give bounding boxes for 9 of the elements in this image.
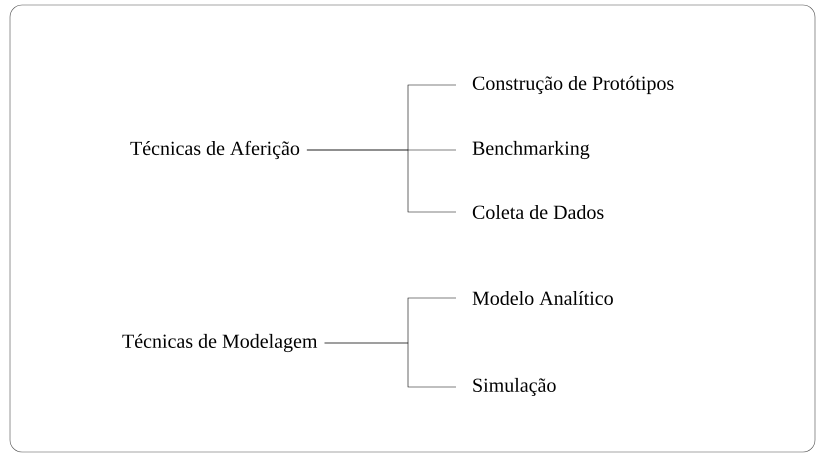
technique-label: Simulação <box>473 378 556 396</box>
technique-label: Construção de Protótipos <box>472 76 674 94</box>
technique-label: Modelo Analítico <box>472 290 613 306</box>
technique-label: Coleta de Dados <box>472 204 604 220</box>
category-label: Técnicas de Aferição <box>130 140 300 160</box>
tree-connector <box>324 342 456 388</box>
technique-label: Benchmarking <box>472 140 590 160</box>
tree-connector <box>306 150 456 212</box>
category-label: Técnicas de Modelagem <box>122 334 318 352</box>
